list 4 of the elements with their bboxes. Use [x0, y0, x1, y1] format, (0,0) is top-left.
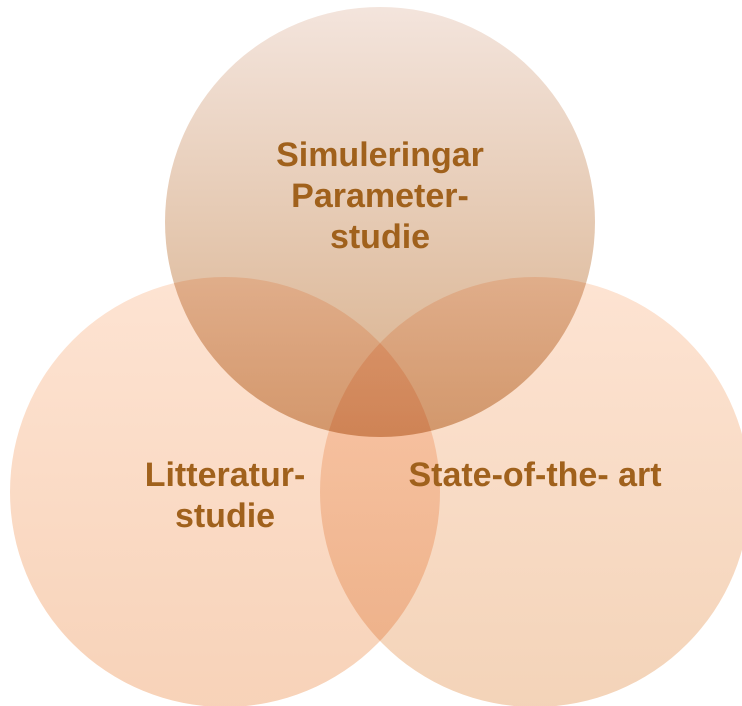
circle-label: Simuleringar [275, 135, 485, 176]
circle-label: Litteratur- studie [144, 455, 306, 537]
circle-label: State-of-the- art [407, 455, 663, 496]
circle-label: Parameter- studie [290, 176, 470, 258]
